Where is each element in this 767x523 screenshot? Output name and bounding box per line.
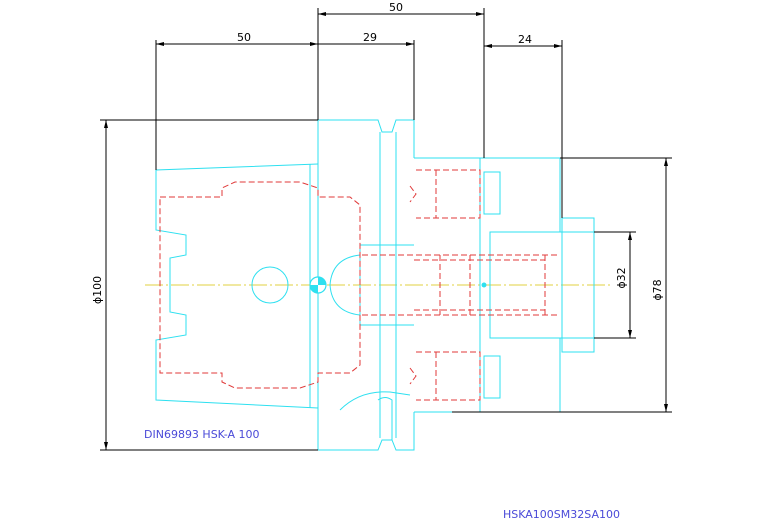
dimension-lines	[100, 8, 672, 451]
dim-left-length: 50	[237, 31, 251, 44]
nose-outline	[489, 217, 595, 353]
dim-dia-78: ϕ78	[651, 279, 664, 300]
gauge-point-marker	[309, 276, 487, 294]
dim-flange: 29	[363, 31, 377, 44]
hsk-shank-outline	[155, 163, 319, 409]
dim-dia-100: ϕ100	[91, 276, 104, 304]
dim-dia-32: ϕ32	[615, 267, 628, 288]
hidden-lines	[159, 169, 560, 401]
dim-right-length: 24	[518, 33, 532, 46]
part-number-label: HSKA100SM32SA100	[503, 508, 620, 521]
dim-top-overall: 50	[389, 1, 403, 14]
standard-label: DIN69893 HSK-A 100	[144, 428, 260, 441]
